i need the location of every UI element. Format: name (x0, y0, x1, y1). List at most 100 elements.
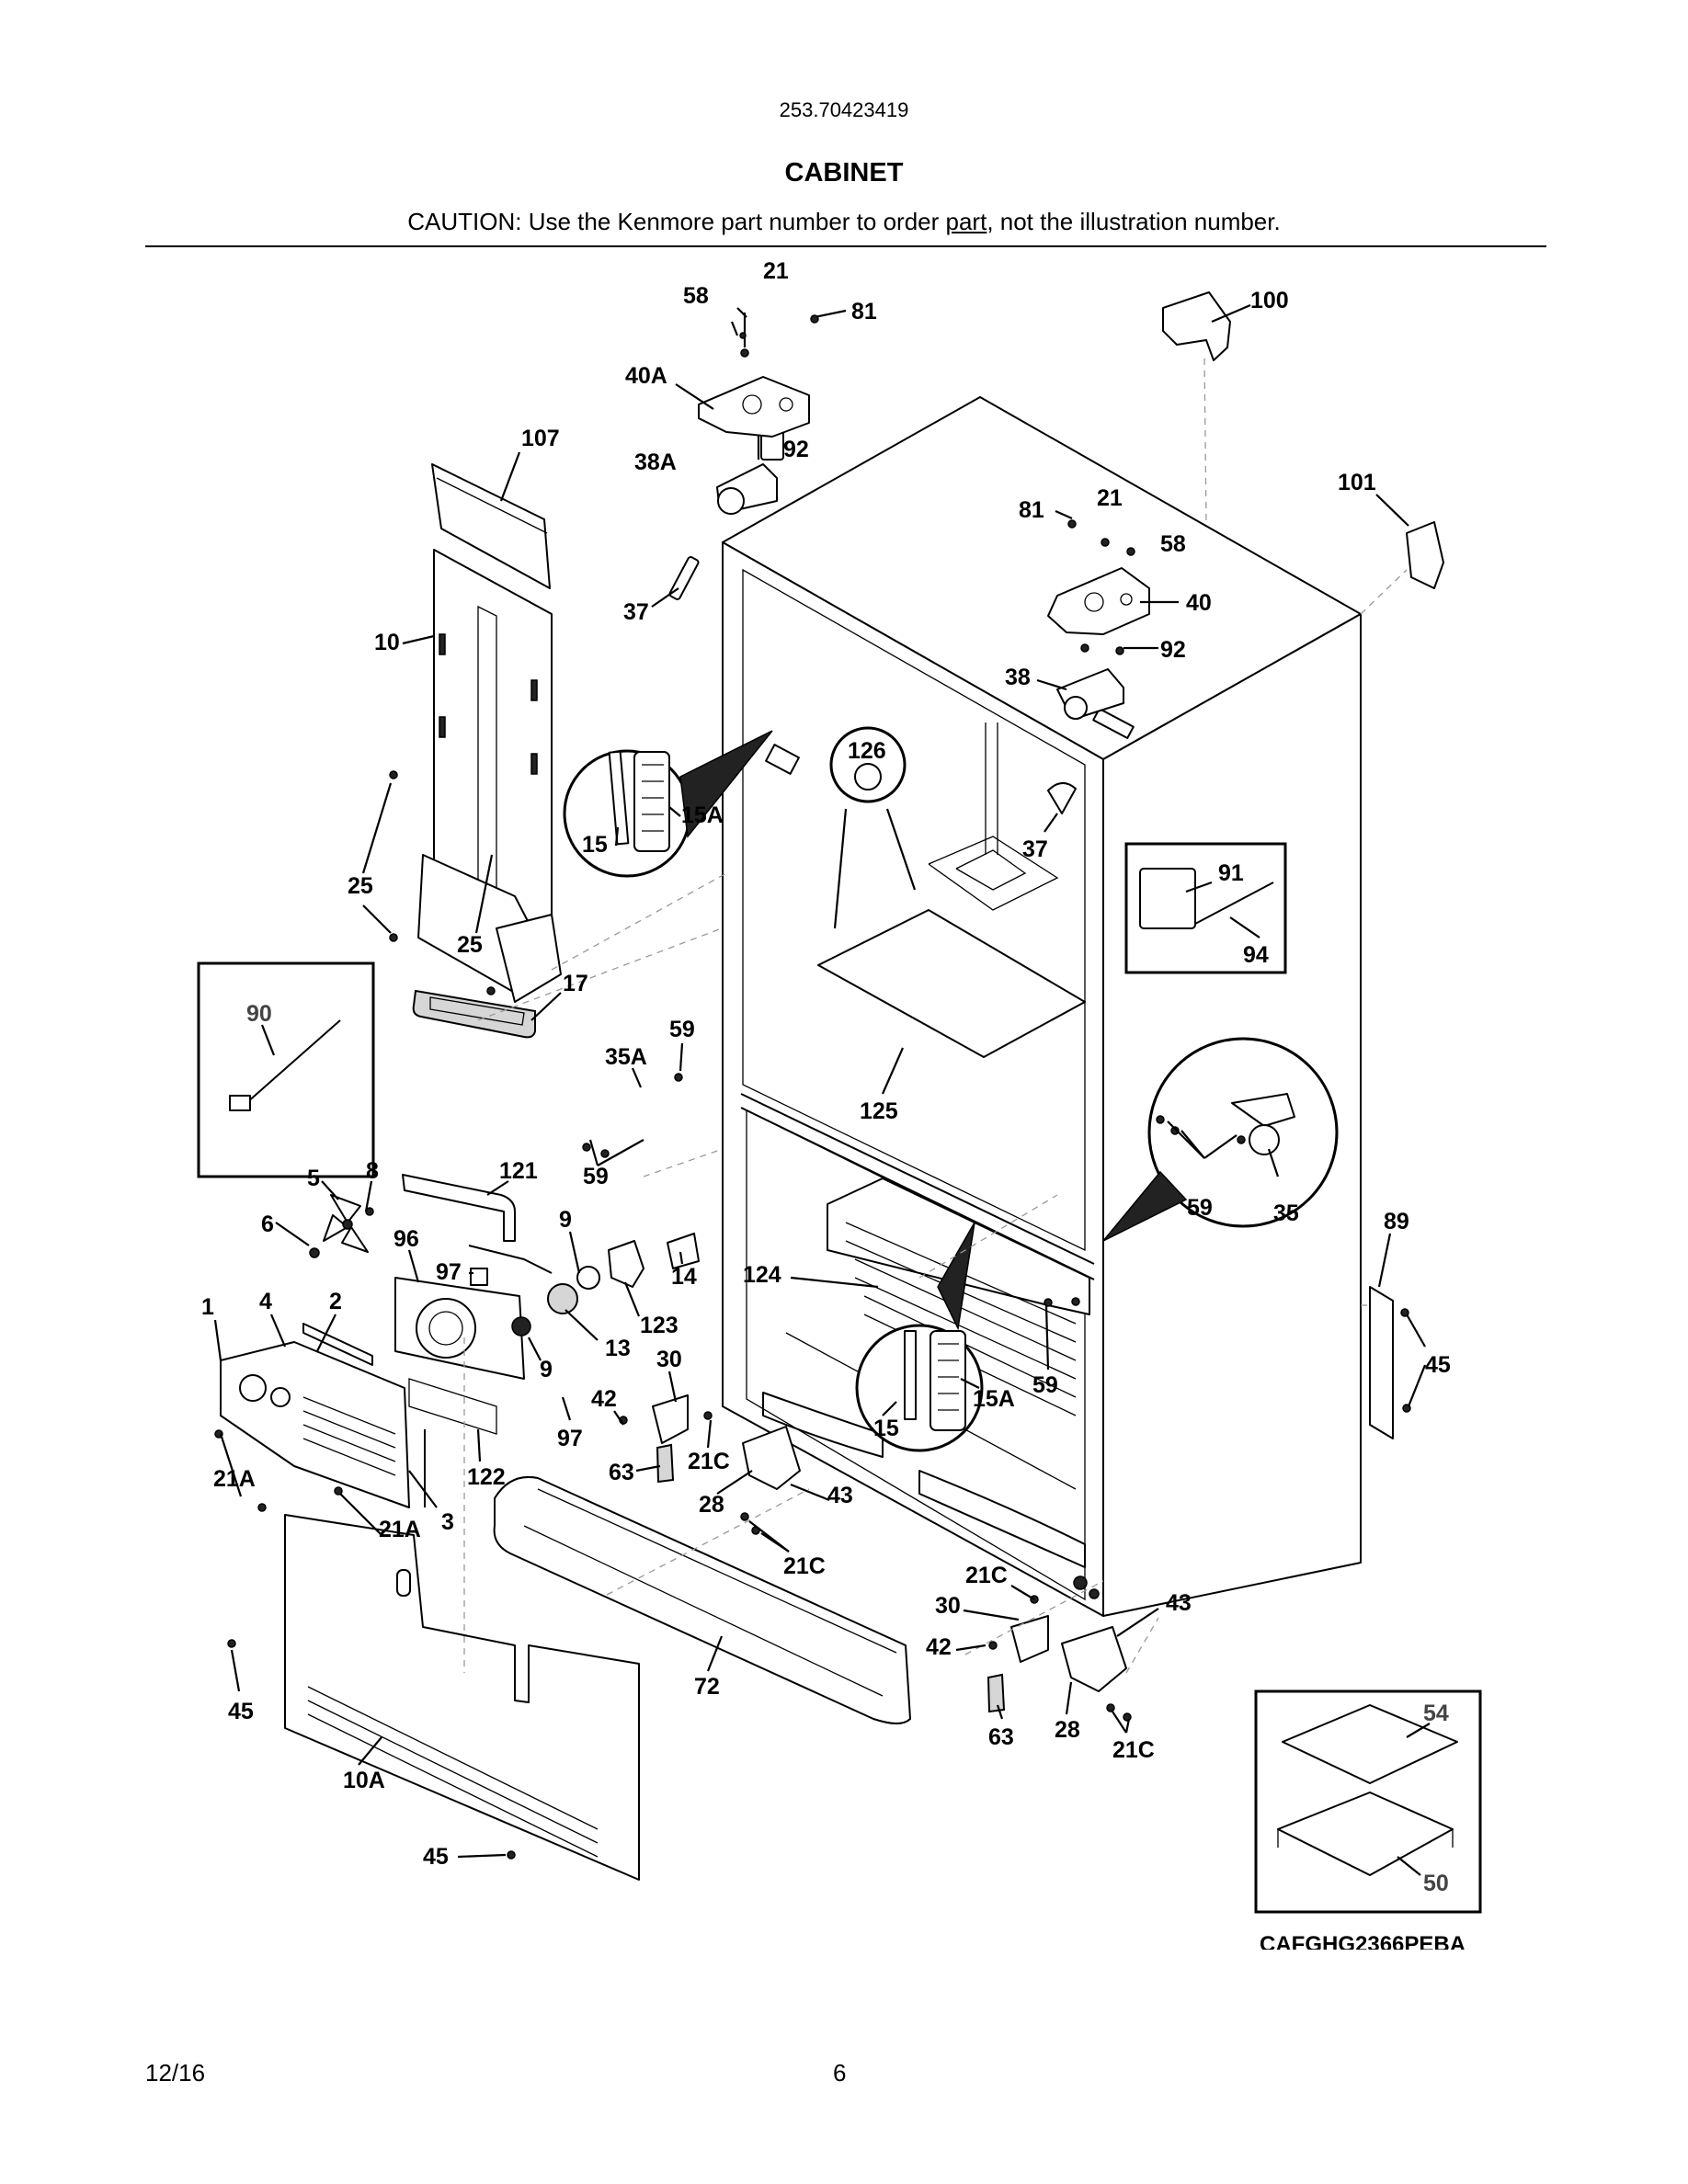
toe-grille-72 (493, 1476, 911, 1724)
callout-124: 124 (743, 1262, 781, 1288)
callout-40A: 40A (625, 363, 667, 389)
callout-59: 59 (669, 1017, 695, 1042)
refrigerator-cabinet (722, 396, 1362, 1617)
callout-15A: 15A (681, 802, 724, 828)
callout-30: 30 (656, 1347, 682, 1372)
callout-28: 28 (1055, 1717, 1080, 1743)
callout-126: 126 (848, 738, 886, 764)
ice-chute-panel-107 (431, 463, 551, 589)
callout-42: 42 (926, 1634, 952, 1660)
callout-123: 123 (640, 1313, 679, 1338)
wire-harness-9-13 (468, 1240, 644, 1337)
caution-link-word: part (945, 208, 987, 235)
header-rule (145, 245, 1546, 247)
callout-43: 43 (1166, 1590, 1192, 1616)
callout-54: 54 (1423, 1701, 1449, 1726)
callout-14: 14 (671, 1264, 697, 1290)
inset-box-90 (197, 961, 375, 1178)
callout-43: 43 (827, 1483, 853, 1508)
callout-94: 94 (1243, 942, 1269, 968)
callout-21C: 21C (688, 1449, 730, 1474)
callout-15: 15 (582, 832, 608, 858)
drip-tray-17 (412, 989, 536, 1039)
callout-25: 25 (457, 932, 483, 958)
callout-28: 28 (699, 1492, 724, 1518)
callout-21A: 21A (213, 1466, 256, 1492)
page-number: 6 (833, 2059, 847, 2087)
fan-housing-96 (394, 1277, 525, 1435)
hinge-cover-101 (1406, 521, 1444, 589)
callout-121: 121 (499, 1158, 538, 1184)
detail-bubble-15-upper (563, 730, 773, 878)
callout-59: 59 (1032, 1372, 1058, 1398)
duct-panel-10 (417, 549, 562, 1003)
model-number: 253.70423419 (779, 98, 909, 121)
callout-37: 37 (1022, 836, 1048, 862)
callout-50: 50 (1423, 1871, 1449, 1896)
callout-5: 5 (307, 1166, 320, 1191)
callout-96: 96 (393, 1226, 419, 1252)
caution-prefix: CAUTION: Use the Kenmore part number to … (407, 208, 946, 235)
callout-9: 9 (540, 1357, 553, 1382)
callout-38A: 38A (634, 449, 677, 475)
callout-21A: 21A (379, 1517, 421, 1542)
callout-21: 21 (763, 258, 789, 284)
callout-9: 9 (559, 1207, 572, 1233)
caution-note: CAUTION: Use the Kenmore part number to … (0, 208, 1688, 236)
callout-35A: 35A (605, 1044, 647, 1070)
callout-8: 8 (366, 1158, 379, 1184)
callout-2: 2 (329, 1289, 342, 1314)
detail-bubble-35 (1102, 1037, 1339, 1242)
callout-81: 81 (851, 299, 877, 324)
hinge-assembly-right (1047, 519, 1150, 814)
callout-63: 63 (988, 1724, 1014, 1750)
callout-10A: 10A (343, 1768, 385, 1793)
callout-97: 97 (436, 1259, 462, 1285)
callout-59: 59 (583, 1164, 609, 1189)
callout-45: 45 (228, 1699, 254, 1724)
callout-107: 107 (521, 426, 560, 451)
callout-92: 92 (1160, 637, 1186, 663)
callout-92: 92 (783, 437, 809, 462)
inset-model-caption: CAFGHG2366PEBA (1260, 1932, 1466, 1950)
callout-15: 15 (873, 1416, 899, 1441)
callout-21C: 21C (783, 1553, 826, 1579)
leader-lines (213, 303, 1431, 1876)
callout-37: 37 (623, 599, 649, 625)
inset-box-50-54 (1254, 1689, 1482, 1914)
callout-125: 125 (860, 1098, 898, 1124)
machine-compartment-cover-10A (284, 1514, 640, 1881)
callout-21C: 21C (1112, 1737, 1155, 1763)
brackets-30-43 (652, 1233, 1127, 1713)
callout-4: 4 (259, 1289, 272, 1314)
screws (214, 770, 1411, 1860)
hinge-bracket-100 (1162, 291, 1231, 361)
callout-90: 90 (246, 1001, 272, 1027)
callout-1: 1 (201, 1294, 214, 1320)
callout-21C: 21C (965, 1563, 1008, 1588)
callout-101: 101 (1338, 470, 1376, 495)
callout-35: 35 (1273, 1200, 1299, 1226)
footer-date: 12/16 (145, 2059, 206, 2087)
callout-21: 21 (1097, 485, 1123, 511)
detail-bubble-15-lower (855, 1222, 984, 1452)
callout-40: 40 (1186, 590, 1212, 616)
callout-58: 58 (683, 283, 709, 309)
section-title: CABINET (784, 158, 904, 188)
callout-45: 45 (423, 1844, 449, 1870)
callout-81: 81 (1019, 497, 1044, 523)
callout-25: 25 (348, 873, 373, 899)
hinge-cover-panel-89 (1369, 1286, 1394, 1439)
callout-42: 42 (591, 1386, 617, 1412)
callout-13: 13 (605, 1336, 631, 1361)
callout-91: 91 (1218, 860, 1244, 886)
callout-100: 100 (1250, 288, 1289, 313)
inset-box-91-94 (1124, 842, 1287, 974)
fan-blade-5 (309, 1194, 374, 1258)
evaporator-cover-121 (402, 1174, 516, 1242)
callout-58: 58 (1160, 531, 1186, 557)
callout-17: 17 (563, 971, 588, 996)
callout-30: 30 (935, 1593, 961, 1619)
caution-suffix: , not the illustration number. (987, 208, 1281, 235)
